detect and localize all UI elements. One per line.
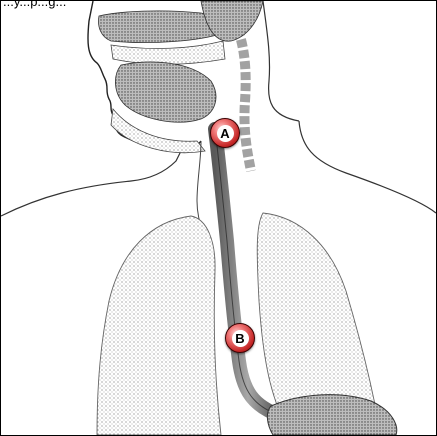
skull-back	[263, 1, 299, 121]
cervical-spine	[233, 19, 251, 171]
marker-b[interactable]: B	[225, 323, 255, 353]
tongue	[115, 62, 216, 122]
marker-b-label: B	[232, 330, 249, 347]
body-outline	[1, 151, 181, 216]
left-lung	[97, 216, 221, 435]
marker-a[interactable]: A	[210, 118, 240, 148]
marker-a-label: A	[217, 125, 234, 142]
body-outline-right	[299, 121, 436, 213]
stomach	[267, 395, 396, 435]
palate	[111, 41, 225, 64]
